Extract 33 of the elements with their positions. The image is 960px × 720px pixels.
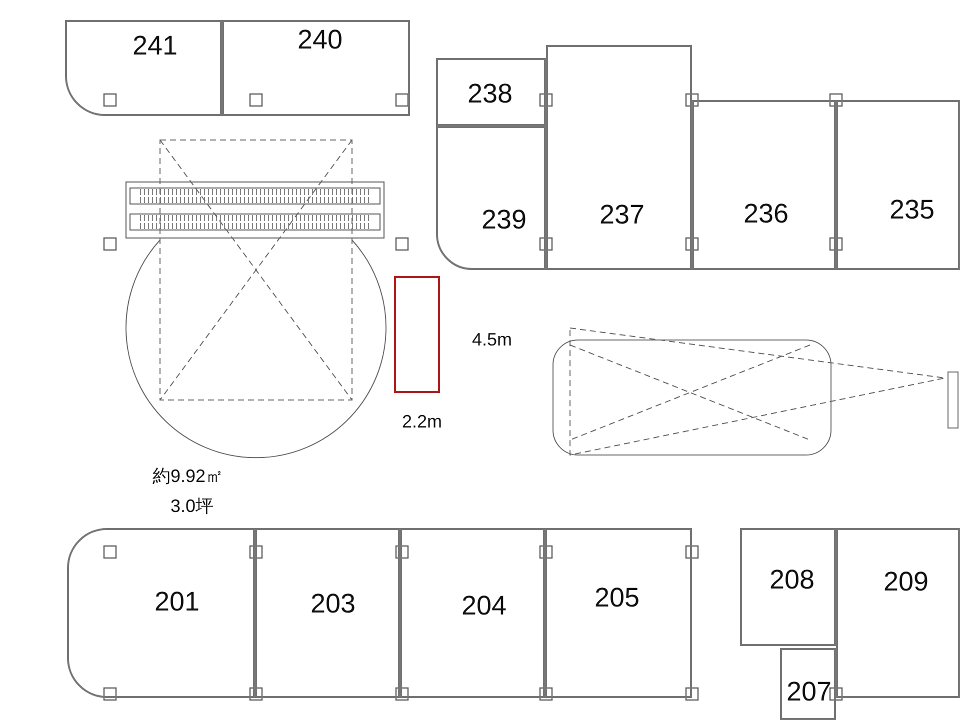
- room-outline: [436, 126, 546, 270]
- room-number: 235: [889, 194, 935, 226]
- room-outline: [740, 528, 836, 646]
- room-outline: [692, 100, 836, 270]
- room-number: 241: [132, 30, 178, 62]
- area-label: 3.0坪: [170, 495, 214, 518]
- room-outline: [65, 20, 222, 116]
- room-outline: [436, 58, 546, 126]
- room-number: 238: [467, 78, 513, 110]
- room-outline: [780, 648, 836, 720]
- marked-space-box: [394, 276, 440, 393]
- area-label: 約9.92㎡: [152, 465, 224, 488]
- room-outline: [222, 20, 410, 116]
- room-outline: [67, 528, 255, 698]
- room-number: 208: [769, 564, 815, 596]
- room-outline: [255, 528, 400, 698]
- room-number: 207: [786, 676, 832, 708]
- dimension-label: 2.2m: [402, 412, 442, 432]
- room-number: 203: [310, 588, 356, 620]
- dimension-label: 4.5m: [472, 330, 512, 350]
- room-number: 209: [883, 566, 929, 598]
- room-outline: [400, 528, 545, 698]
- room-number: 239: [481, 204, 527, 236]
- room-number: 204: [461, 590, 507, 622]
- room-outline: [546, 45, 692, 270]
- room-number: 205: [594, 582, 640, 614]
- room-number: 236: [743, 198, 789, 230]
- room-number: 240: [297, 24, 343, 56]
- room-outline: [836, 100, 960, 270]
- room-outline: [545, 528, 692, 698]
- room-number: 237: [599, 200, 645, 230]
- room-outline: [836, 528, 960, 698]
- room-number: 201: [154, 586, 200, 618]
